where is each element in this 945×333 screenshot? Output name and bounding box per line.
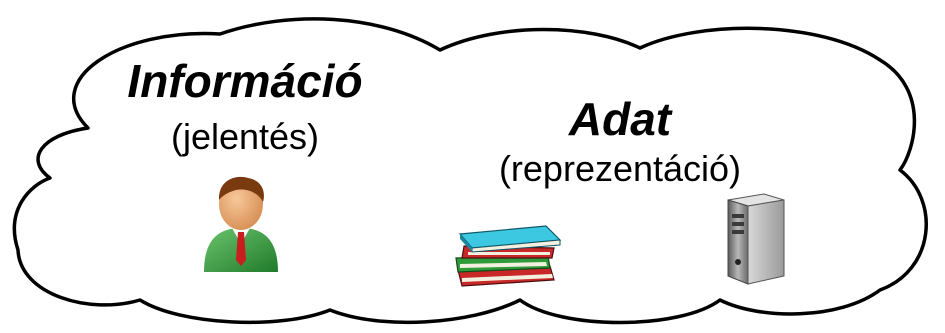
server-icon [727, 193, 785, 285]
data-subtitle: (reprezentáció) [498, 148, 742, 189]
information-subtitle: (jelentés) [170, 116, 320, 157]
books-icon [455, 225, 562, 287]
person-icon [204, 176, 278, 272]
information-title: Információ [127, 55, 363, 107]
data-title: Adat [568, 93, 672, 145]
